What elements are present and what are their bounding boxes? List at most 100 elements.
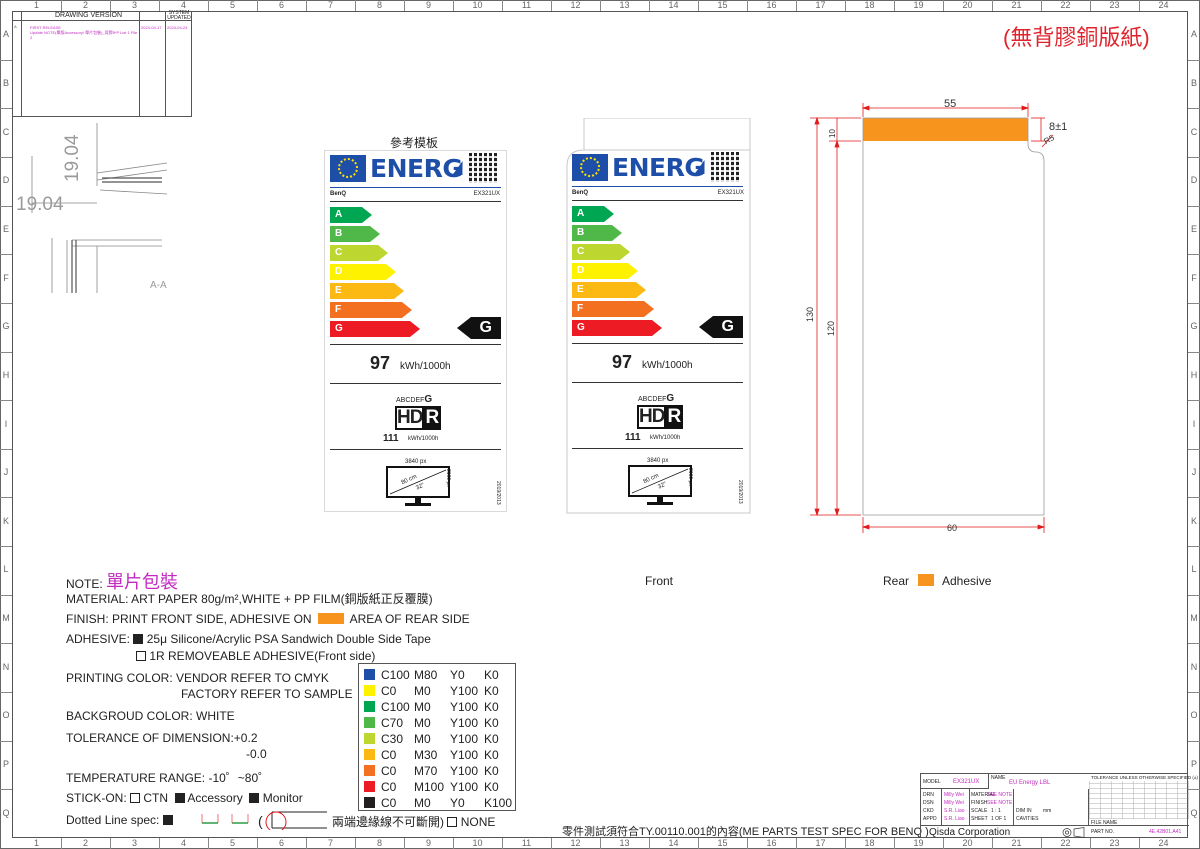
hdr-unit: kWh/1000h xyxy=(650,435,681,441)
label-rule xyxy=(330,449,501,450)
grid-tick xyxy=(0,351,12,353)
grid-column-8: 8 xyxy=(376,0,382,10)
grid-tick xyxy=(0,254,12,256)
grid-column-17: 17 xyxy=(815,0,826,10)
adhesive-option-1-checkbox[interactable] xyxy=(133,634,144,644)
hdr-scale-text: ABCDEF xyxy=(396,397,425,404)
hdr-logo-right: R xyxy=(422,407,442,428)
hdr-scale-rating: G xyxy=(424,394,433,405)
dotted-line-diagram: ( xyxy=(201,811,327,830)
tb-cavities: CAVITIES xyxy=(1016,816,1039,822)
tb-part-no-label: PART NO. xyxy=(1091,829,1115,835)
cmyk-c-value: C100 xyxy=(381,668,410,682)
grid-column-4: 4 xyxy=(180,0,186,10)
cmyk-y-value: Y100 xyxy=(450,684,479,698)
revision-line-2: Update NOTE(單版Accessory/ 單片包裝)_背膠8*P Lis… xyxy=(30,30,138,40)
reference-template-title: 參考模板 xyxy=(390,136,439,150)
grid-tick xyxy=(1041,838,1042,849)
grid-tick xyxy=(649,0,650,11)
stick-on-label: STICK-ON: xyxy=(66,791,127,805)
grid-row-A: A xyxy=(1190,29,1197,40)
energy-class-a: A xyxy=(572,206,614,222)
grid-tick xyxy=(698,838,699,849)
hdr-logo-left: HD xyxy=(397,407,423,428)
accessory-checkbox[interactable] xyxy=(174,793,185,803)
none-checkbox[interactable] xyxy=(447,817,458,827)
grid-row-N: N xyxy=(2,661,10,672)
cmyk-k-value: K0 xyxy=(484,748,499,762)
grid-column-16: 16 xyxy=(766,0,777,10)
tb-appd-name: S.R. Liao xyxy=(944,816,965,822)
section-dim-horizontal: 19.04 xyxy=(16,194,64,215)
hdr-consumption: 111 xyxy=(625,432,641,443)
grid-column-18: 18 xyxy=(864,838,875,848)
energy-class-d: D xyxy=(572,263,638,279)
cmyk-k-value: K0 xyxy=(484,732,499,746)
grid-row-H: H xyxy=(1190,369,1198,380)
monitor-checkbox[interactable] xyxy=(249,793,260,803)
rear-width-bottom: 60 xyxy=(947,523,958,533)
grid-column-15: 15 xyxy=(717,838,728,848)
finish-adhesive-swatch xyxy=(317,613,344,624)
grid-tick xyxy=(1188,594,1200,596)
revision-letter: A xyxy=(14,24,17,29)
screen-height-px: 2160 px xyxy=(445,469,451,487)
grid-row-F: F xyxy=(1191,272,1197,283)
grid-row-O: O xyxy=(1190,710,1198,721)
cmyk-k-value: K0 xyxy=(484,684,499,698)
grid-tick xyxy=(404,0,405,11)
tb-dsn: DSN xyxy=(923,800,934,806)
energy-rating-arrow: G xyxy=(457,317,501,339)
cmyk-swatch xyxy=(364,797,375,808)
cmyk-c-value: C70 xyxy=(381,716,404,730)
grid-tick xyxy=(110,838,111,849)
label-brand: BenQ xyxy=(330,191,347,197)
cmyk-y-value: Y0 xyxy=(450,668,465,682)
label-model: EX321UX xyxy=(473,191,500,197)
hdr-unit: kWh/1000h xyxy=(408,436,439,442)
monitor-label: Monitor xyxy=(262,791,303,805)
cmyk-y-value: Y100 xyxy=(450,780,479,794)
adhesive-legend-label: Adhesive xyxy=(942,574,992,588)
energy-class-b: B xyxy=(330,226,380,242)
grid-tick xyxy=(0,156,12,158)
cmyk-y-value: Y0 xyxy=(450,796,465,810)
qr-code-icon xyxy=(711,152,741,182)
regulation-number: 2019/2013 xyxy=(495,481,501,505)
tb-ckd-name: S.R. Liao xyxy=(944,808,965,814)
label-rule xyxy=(330,344,501,345)
cmyk-k-value: K0 xyxy=(484,780,499,794)
grid-tick xyxy=(306,838,307,849)
dotted-line-checkbox[interactable] xyxy=(162,815,173,825)
energy-class-g: G xyxy=(330,321,420,337)
ctn-checkbox[interactable] xyxy=(130,793,141,803)
grid-row-P: P xyxy=(2,759,9,770)
energy-class-a: A xyxy=(330,207,372,223)
adhesive-option-2-checkbox[interactable] xyxy=(136,651,146,661)
grid-tick xyxy=(257,838,258,849)
tb-dim-label: DIM IN xyxy=(1016,808,1032,814)
dotted-line-cn-row: 兩端邊緣線不可斷開) NONE xyxy=(332,813,495,830)
grid-column-5: 5 xyxy=(229,838,235,848)
eu-stars-icon xyxy=(580,157,600,177)
grid-column-13: 13 xyxy=(619,0,630,10)
grid-column-4: 4 xyxy=(180,838,186,848)
screen-width-px: 3840 px xyxy=(405,459,427,465)
rear-width-top: 55 xyxy=(944,98,957,110)
tb-drn: DRN xyxy=(923,792,934,798)
grid-tick xyxy=(0,643,12,645)
cmyk-k-value: K0 xyxy=(484,668,499,682)
title-block: MODEL EX321UX NAME EU Energy LBL DRN DSN… xyxy=(920,773,1198,838)
tb-model-label: MODEL xyxy=(923,779,941,785)
grid-tick xyxy=(1090,838,1091,849)
grid-tick xyxy=(0,59,12,61)
cmyk-swatch xyxy=(364,765,375,776)
grid-tick xyxy=(355,838,356,849)
grid-row-I: I xyxy=(4,418,8,429)
tb-finish-label: FINISH xyxy=(971,800,988,806)
grid-tick xyxy=(943,0,944,11)
